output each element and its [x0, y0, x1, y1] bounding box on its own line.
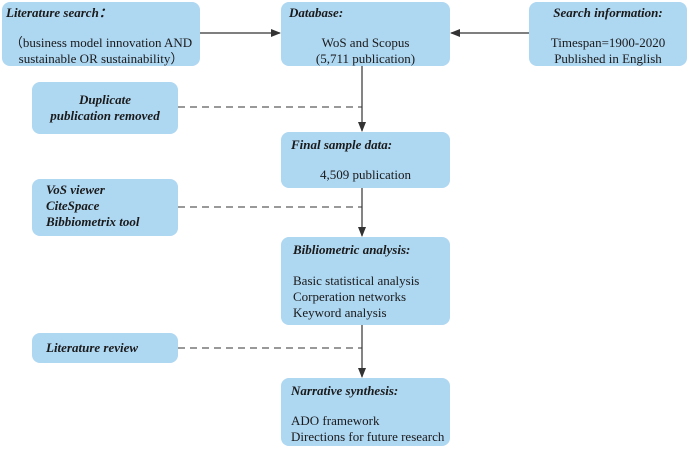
- database-line-1: WoS and Scopus: [321, 35, 410, 50]
- database-title: Database:: [289, 5, 344, 20]
- literature-review-line-1: Literature review: [46, 340, 139, 355]
- narrative-synthesis-box: Narrative synthesis: ADO framework Direc…: [281, 378, 450, 446]
- tools-line-1: VoS viewer: [46, 182, 105, 197]
- database-line-2: (5,711 publication): [315, 51, 416, 66]
- bibliometric-analysis-box: Bibliometric analysis: Basic statistical…: [281, 237, 450, 325]
- duplicate-line-1: Duplicate: [79, 92, 131, 107]
- narrative-line-1: ADO framework: [291, 413, 380, 428]
- final-sample-line-1: 4,509 publication: [320, 167, 411, 182]
- bibliometric-line-1: Basic statistical analysis: [293, 273, 420, 288]
- literature-search-title: Literature search：: [6, 5, 112, 20]
- duplicate-removed-box: Duplicate publication removed: [32, 82, 178, 134]
- literature-search-box: Literature search： （business model innov…: [2, 2, 200, 66]
- bibliometric-title: Bibliometric analysis:: [293, 242, 411, 257]
- final-sample-title: Final sample data:: [291, 137, 393, 152]
- literature-search-line-1: （business model innovation AND: [9, 35, 193, 50]
- bibliometric-line-2: Corperation networks: [293, 289, 407, 304]
- narrative-title: Narrative synthesis:: [291, 383, 399, 398]
- search-information-box: Search information: Timespan=1900-2020 P…: [529, 2, 687, 66]
- final-sample-box: Final sample data: 4,509 publication: [281, 132, 450, 188]
- tools-line-2: CiteSpace: [46, 198, 100, 213]
- literature-review-box: Literature review: [32, 333, 178, 363]
- narrative-line-2: Directions for future research: [291, 429, 445, 444]
- search-information-line-1: Timespan=1900-2020: [550, 35, 666, 50]
- tools-line-3: Bibbiometrix tool: [46, 214, 140, 229]
- search-information-line-2: Published in English: [554, 51, 662, 66]
- search-information-title: Search information:: [553, 5, 663, 20]
- literature-search-line-2: sustainable OR sustainability）: [18, 51, 184, 66]
- database-box: Database: WoS and Scopus (5,711 publicat…: [281, 2, 450, 66]
- tools-box: VoS viewer CiteSpace Bibbiometrix tool: [32, 179, 178, 236]
- bibliometric-line-3: Keyword analysis: [293, 305, 387, 320]
- duplicate-line-2: publication removed: [50, 108, 160, 123]
